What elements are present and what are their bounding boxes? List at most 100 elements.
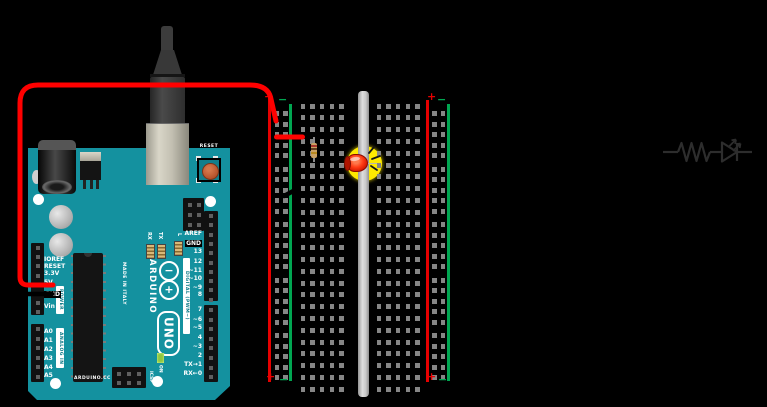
- voltage-regulator-tab: [80, 152, 101, 161]
- breadboard-hole: [310, 197, 315, 203]
- voltage-regulator: [80, 161, 101, 180]
- breadboard-hole: [376, 280, 381, 286]
- regulator-leg: [89, 180, 93, 189]
- usb-cable-cord: [161, 26, 173, 52]
- breadboard-hole: [386, 374, 391, 380]
- icsp-header-usb[interactable]: [183, 198, 204, 231]
- digital-pin-label: 12: [193, 258, 202, 265]
- breadboard-hole: [415, 363, 420, 369]
- power-pin-label: Vin: [44, 303, 55, 310]
- breadboard-rail-hole: [274, 375, 279, 381]
- digital-pin-label: TX→1: [184, 361, 202, 368]
- breadboard-hole: [319, 280, 325, 286]
- breadboard-rail-hole: [274, 208, 279, 214]
- digital-header-lower[interactable]: [204, 305, 218, 382]
- breadboard-hole: [310, 351, 315, 357]
- breadboard-rail-hole: [283, 253, 288, 259]
- power-jack-opening: [42, 180, 72, 194]
- breadboard-rail-hole: [274, 354, 279, 360]
- schematic-led-triangle: [720, 141, 739, 163]
- breadboard-hole: [405, 162, 411, 168]
- analog-header[interactable]: [31, 324, 44, 382]
- icsp-label: ICSP: [148, 371, 153, 383]
- breadboard-hole: [395, 138, 401, 144]
- breadboard-rail-hole: [274, 198, 279, 204]
- header-hole: [209, 223, 213, 228]
- breadboard-hole: [310, 174, 315, 180]
- breadboard-rail-hole: [283, 232, 288, 238]
- header-hole: [35, 273, 40, 278]
- breadboard-hole: [339, 245, 344, 251]
- breadboard-hole: [405, 363, 411, 369]
- breadboard-hole: [376, 233, 381, 239]
- breadboard-hole: [376, 304, 381, 310]
- arduino-uno-board[interactable]: RESET ICSP POWER ANALOG IN DIGITAL (PWM~…: [28, 140, 230, 400]
- schematic-resistor-led[interactable]: [663, 138, 752, 163]
- breadboard-hole: [405, 174, 411, 180]
- rx-led: [146, 244, 155, 259]
- breadboard-hole: [300, 245, 305, 251]
- breadboard-hole: [329, 327, 335, 333]
- breadboard-hole: [329, 386, 335, 392]
- breadboard-hole: [395, 386, 401, 392]
- breadboard-rail-hole: [283, 187, 288, 193]
- breadboard-hole: [405, 221, 411, 227]
- breadboard-rail-hole: [283, 375, 288, 381]
- capacitor: [49, 205, 73, 229]
- breadboard-rail-hole: [440, 354, 445, 360]
- header-hole: [35, 292, 40, 296]
- breadboard-hole: [329, 315, 335, 321]
- breadboard-hole: [339, 351, 344, 357]
- breadboard-hole: [339, 386, 344, 392]
- led-component[interactable]: [338, 152, 380, 174]
- header-hole: [35, 375, 40, 379]
- breadboard-hole: [386, 115, 391, 121]
- breadboard-hole: [405, 127, 411, 133]
- breadboard-rail-hole: [283, 343, 288, 349]
- breadboard-hole: [329, 103, 335, 109]
- breadboard-hole: [300, 292, 305, 298]
- breadboard-rail-hole: [440, 198, 445, 204]
- breadboard-rail-hole: [440, 243, 445, 249]
- breadboard-hole: [339, 103, 344, 109]
- reset-button[interactable]: [202, 163, 219, 180]
- breadboard-rail-hole: [432, 364, 437, 370]
- breadboard-hole: [300, 186, 305, 192]
- breadboard-hole: [319, 127, 325, 133]
- breadboard-hole: [319, 374, 325, 380]
- breadboard-hole: [415, 339, 420, 345]
- header-hole: [117, 381, 121, 385]
- breadboard-hole: [310, 315, 315, 321]
- pin-label-badge: GND: [44, 291, 61, 298]
- breadboard-hole: [300, 280, 305, 286]
- resistor-component[interactable]: [310, 137, 318, 162]
- breadboard-rail-hole: [274, 343, 279, 349]
- breadboard-hole: [300, 150, 305, 156]
- analog-pin-label: A1: [44, 337, 53, 344]
- breadboard-rail-hole: [432, 142, 437, 148]
- capacitor: [49, 233, 73, 257]
- breadboard-rail-hole: [274, 153, 279, 159]
- breadboard-hole: [415, 327, 420, 333]
- breadboard-rail-hole: [283, 111, 288, 116]
- digital-pin-label: 2: [197, 352, 202, 359]
- breadboard-hole: [395, 292, 401, 298]
- tx-led: [157, 244, 166, 259]
- breadboard-hole: [339, 186, 344, 192]
- breadboard-rail-hole: [440, 333, 445, 338]
- breadboard-rail-hole: [283, 208, 288, 214]
- breadboard-rail-hole: [274, 177, 279, 183]
- header-hole: [209, 375, 213, 380]
- header-hole: [35, 365, 40, 370]
- resistor-band: [311, 148, 317, 151]
- header-hole: [209, 241, 213, 246]
- breadboard-hole: [310, 304, 315, 310]
- breadboard-rail-hole: [274, 288, 279, 294]
- breadboard-hole: [339, 127, 344, 133]
- breadboard-hole: [310, 280, 315, 286]
- tx-led-label: TX: [157, 232, 163, 240]
- breadboard-hole: [415, 233, 420, 239]
- breadboard-hole: [310, 339, 315, 345]
- digital-pin-label: 7: [197, 306, 202, 313]
- breadboard-rail-hole: [440, 132, 445, 138]
